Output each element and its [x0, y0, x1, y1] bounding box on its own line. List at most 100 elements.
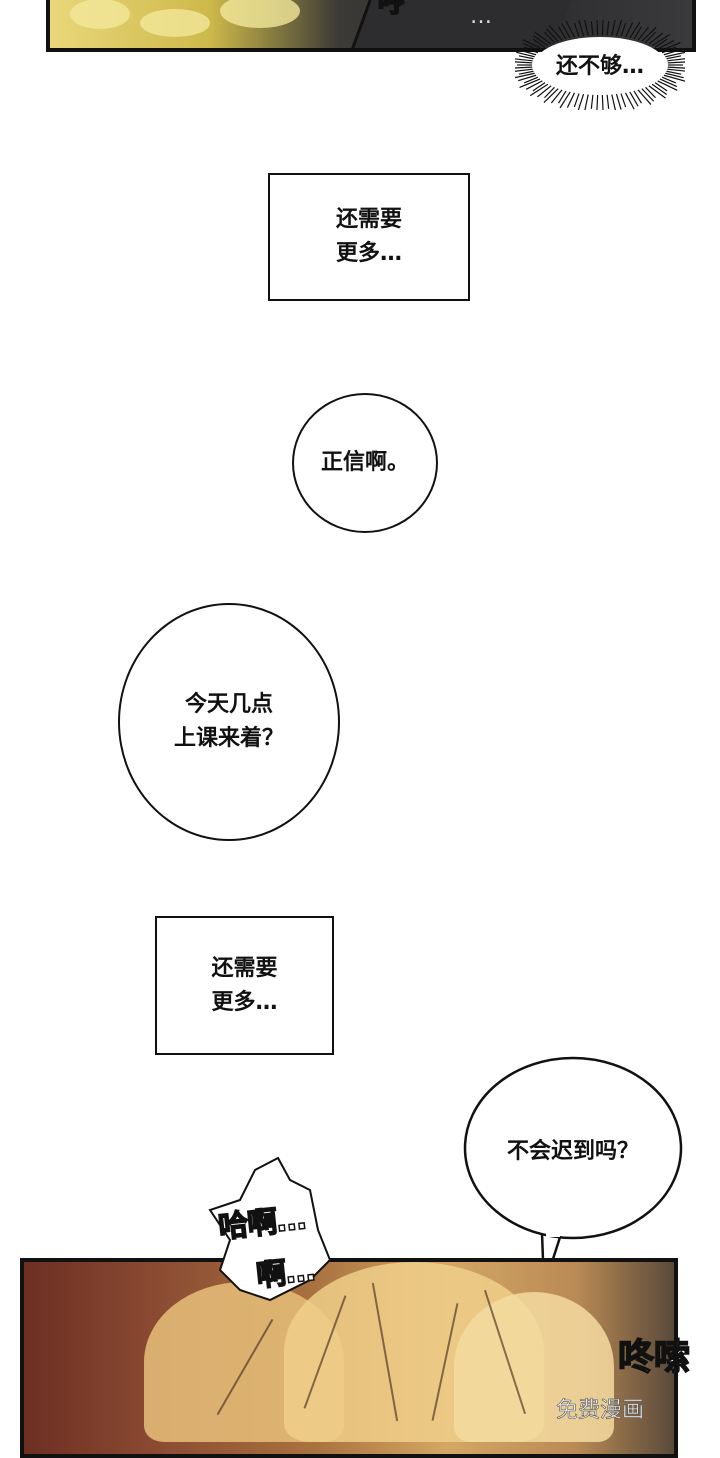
spike-line	[577, 93, 585, 110]
spike-line	[615, 20, 623, 37]
spike-line	[648, 85, 666, 99]
bottom-comic-panel	[20, 1258, 678, 1458]
spike-line	[561, 23, 571, 39]
spike-line	[584, 94, 589, 110]
spike-line	[518, 55, 534, 60]
spike-line	[611, 20, 616, 36]
spike-line	[573, 22, 580, 37]
spike-line	[518, 70, 534, 75]
spike-line	[515, 58, 533, 62]
spike-line	[667, 58, 685, 62]
spike-line	[665, 72, 684, 79]
character-hair	[454, 1292, 614, 1442]
spike-line	[515, 61, 533, 64]
spike-line	[601, 20, 604, 36]
spike-line	[663, 74, 685, 82]
spike-line	[666, 70, 682, 75]
spike-line	[529, 83, 549, 97]
spike-line	[523, 76, 539, 84]
spike-line	[525, 80, 543, 90]
narration-line: 更多…	[211, 989, 278, 1015]
spike-line	[590, 94, 594, 109]
speech-bubble: 今天几点 上课来着？	[118, 603, 340, 841]
sfx-text-line: 哈啊…	[216, 1201, 308, 1246]
spike-line	[624, 22, 634, 38]
spike-line	[629, 91, 639, 107]
narration-line: 还需要	[335, 207, 402, 232]
spike-line	[648, 32, 663, 45]
spike-line	[584, 20, 589, 36]
narration-box: 还需要 更多…	[268, 173, 470, 301]
spike-line	[590, 21, 594, 36]
spike-line	[661, 76, 677, 84]
spiky-bubble-outline	[515, 20, 685, 110]
spike-line	[654, 82, 668, 92]
narration-box: 还需要 更多…	[155, 916, 334, 1055]
spiky-speech-bubble: 还不够…	[515, 20, 685, 110]
spike-line	[657, 40, 675, 50]
spike-line	[544, 86, 555, 99]
spike-line	[654, 38, 668, 48]
spike-line	[566, 92, 576, 108]
watermark-logo: 咚嗦	[617, 1336, 691, 1379]
spike-line	[645, 31, 656, 44]
spiky-bubble-text: 还不够…	[555, 54, 644, 79]
speech-bubble-with-tail: 不会迟到吗？	[462, 1055, 684, 1288]
spike-line	[545, 28, 559, 42]
spike-line	[633, 90, 642, 104]
spike-line	[515, 68, 533, 72]
spike-line	[629, 21, 641, 39]
top-small-sfx: …	[470, 4, 492, 29]
spike-line	[534, 31, 552, 45]
spike-line	[633, 26, 642, 40]
spike-line	[515, 48, 537, 56]
speech-line: 今天几点	[184, 692, 273, 717]
spike-line	[537, 85, 552, 98]
spike-line	[516, 51, 535, 58]
spike-line	[651, 83, 668, 95]
spike-line	[620, 22, 627, 37]
spike-line	[667, 68, 685, 72]
narration-line: 更多…	[335, 241, 402, 266]
spike-line	[624, 92, 635, 110]
spike-line	[606, 21, 610, 36]
spike-line	[601, 94, 604, 110]
speech-bubble: 正信啊。	[292, 393, 438, 533]
spike-line	[519, 78, 541, 88]
foliage	[70, 0, 130, 29]
speech-bubble-outline	[463, 1056, 683, 1288]
spike-line	[637, 89, 652, 105]
foliage	[140, 9, 210, 37]
spike-line	[548, 25, 563, 41]
spike-line	[663, 48, 682, 56]
spike-line	[532, 82, 546, 92]
spike-line	[578, 20, 585, 37]
speech-line: 上课来着？	[173, 726, 284, 751]
spike-line	[667, 66, 685, 69]
spike-line	[558, 26, 567, 40]
narration-line: 还需要	[211, 955, 278, 981]
spike-line	[518, 74, 537, 82]
foliage	[220, 0, 300, 28]
spike-line	[611, 94, 616, 110]
top-sfx: 哼	[377, 0, 407, 19]
spike-line	[659, 78, 678, 88]
spike-line	[543, 88, 559, 104]
spike-line	[661, 46, 677, 54]
spike-line	[615, 93, 622, 110]
watermark-text: 免费漫画	[555, 1398, 645, 1424]
sfx-text-line: 啊…	[254, 1252, 317, 1294]
spike-line	[532, 35, 549, 47]
spike-line	[645, 86, 656, 99]
spike-line	[573, 93, 580, 108]
spike-line	[532, 38, 546, 48]
spike-line	[523, 46, 539, 54]
spike-line	[651, 33, 671, 47]
spike-line	[667, 61, 685, 64]
spike-line	[620, 93, 627, 108]
speech-text: 正信啊。	[320, 450, 409, 475]
spike-line	[515, 72, 535, 79]
spike-line	[550, 89, 563, 104]
spike-line	[637, 26, 650, 41]
spike-line	[559, 91, 571, 109]
